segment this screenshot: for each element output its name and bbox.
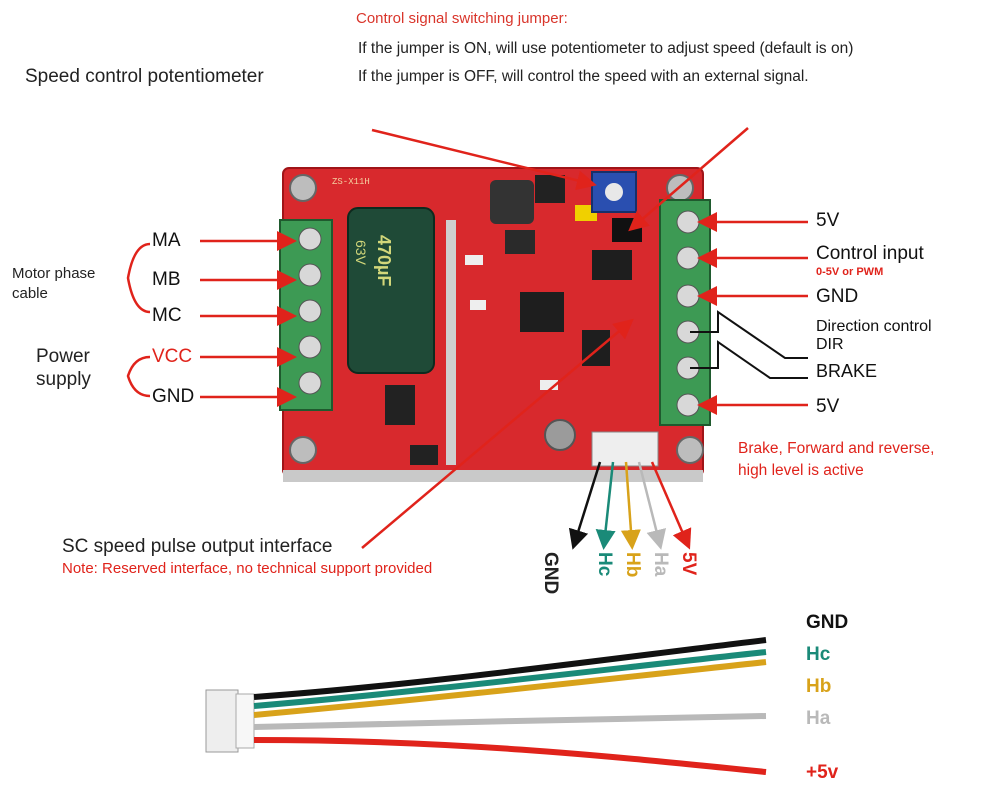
pin-mc-label: MC [152, 305, 182, 326]
pot-arrow [371, 128, 597, 191]
power-supply-bracket [126, 355, 151, 398]
capacitor [347, 207, 435, 374]
jumper-title: Control signal switching jumper: [356, 10, 568, 27]
hall-pin-hc-label: Hc [594, 552, 615, 577]
hall-hc-arrow [595, 461, 616, 550]
cable-5v-label: +5v [806, 762, 839, 783]
hall-pin-hb-label: Hb [622, 552, 643, 578]
power-supply-label: Power supply [36, 346, 91, 390]
control-input-label: Control input [816, 243, 924, 264]
brake-leader [690, 340, 808, 379]
right-5v-top-label: 5V [816, 210, 840, 231]
dir-leader [690, 310, 808, 359]
control-input-note: 0-5V or PWM [816, 266, 884, 278]
controller-board: 470µF 63V ZS-X11H [279, 167, 711, 482]
capacitor-value: 470µF [374, 235, 394, 286]
direction-note-line1: Brake, Forward and reverse, [738, 440, 935, 457]
cable-gnd-label: GND [806, 612, 849, 633]
hall-pin-gnd-label: GND [540, 552, 561, 595]
jumper-on-description: If the jumper is ON, will use potentiome… [358, 40, 854, 57]
sc-interface-note: Note: Reserved interface, no technical s… [62, 560, 433, 577]
cable-hb-label: Hb [806, 676, 832, 697]
hall-gnd-arrow [568, 461, 602, 550]
jumper-arrow [628, 127, 749, 232]
motor-phase-bracket [126, 242, 151, 314]
hall-cable [205, 637, 767, 775]
mounting-hole [289, 436, 317, 464]
dir-label: DIR [816, 336, 844, 353]
hall-pin-ha-label: Ha [650, 552, 671, 577]
direction-control-label: Direction control [816, 318, 932, 335]
sc-interface-title: SC speed pulse output interface [62, 536, 333, 557]
motor-phase-label: Motor phase cable [12, 265, 96, 302]
board-model: ZS-X11H [332, 177, 370, 187]
brake-label: BRAKE [816, 361, 878, 381]
right-terminal-block [659, 199, 711, 426]
potentiometer-label: Speed control potentiometer [25, 66, 264, 87]
jumper-off-description: If the jumper is OFF, will control the s… [358, 68, 809, 85]
hall-5v-arrow [650, 461, 692, 550]
pin-mb-label: MB [152, 269, 181, 290]
jumper [612, 218, 642, 242]
direction-note-line2: high level is active [738, 462, 864, 479]
cable-wire-gnd [253, 637, 767, 700]
pin-ma-label: MA [152, 230, 181, 251]
cable-hc-label: Hc [806, 644, 831, 665]
hall-ha-arrow [637, 461, 667, 550]
right-gnd-label: GND [816, 286, 859, 307]
mounting-hole [676, 436, 704, 464]
capacitor-voltage: 63V [353, 240, 369, 266]
cable-ha-label: Ha [806, 708, 831, 729]
hall-hb-arrow [620, 461, 641, 550]
pin-vcc-label: VCC [152, 346, 193, 367]
sc-interface-arrow [361, 318, 634, 549]
hall-connector [591, 431, 659, 467]
hall-pin-5v-label: 5V [678, 552, 699, 576]
cable-wire-ha [253, 713, 767, 730]
cable-wire-5v [253, 737, 767, 775]
right-5v-bottom-label: 5V [816, 396, 840, 417]
pin-gnd-left-label: GND [152, 386, 195, 407]
cable-wire-hb [253, 659, 767, 718]
cable-wire-hc [253, 649, 767, 709]
mounting-hole [289, 174, 317, 202]
